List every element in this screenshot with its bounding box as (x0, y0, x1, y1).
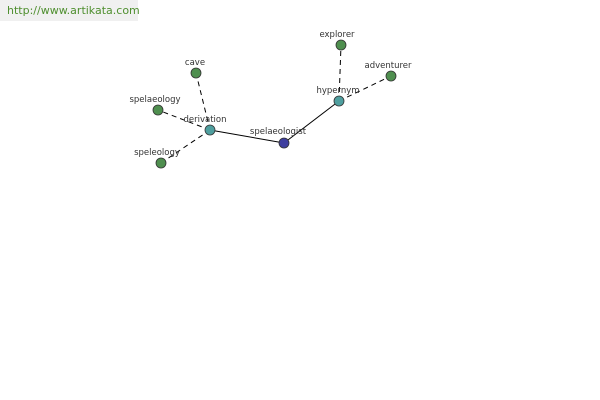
edge-hypernym-explorer (338, 44, 342, 102)
node-label-explorer[interactable]: explorer (319, 30, 355, 40)
node-marker-derivation[interactable] (204, 124, 216, 136)
node-center[interactable]: spelaeologist (250, 127, 307, 149)
node-marker-adventurer[interactable] (385, 70, 397, 82)
node-derivation[interactable]: derivation (183, 115, 227, 136)
node-label-adventurer[interactable]: adventurer (364, 61, 412, 71)
node-marker-speleology[interactable] (155, 157, 167, 169)
node-label-center[interactable]: spelaeologist (250, 127, 307, 137)
node-label-cave[interactable]: cave (185, 58, 205, 68)
node-marker-cave[interactable] (190, 67, 202, 79)
graph-nodes: spelaeologist derivation hypernym cave spela… (129, 30, 412, 169)
node-marker-explorer[interactable] (335, 39, 347, 51)
edge-derivation-spelaeology (157, 109, 211, 131)
edge-derivation-speleology (160, 129, 211, 164)
edge-hypernym-adventurer (338, 75, 392, 102)
edge-center-derivation (209, 129, 285, 144)
edge-derivation-cave (195, 72, 211, 131)
edge-center-hypernym (283, 100, 340, 144)
node-label-speleology[interactable]: speleology (134, 148, 180, 158)
node-adventurer[interactable]: adventurer (364, 61, 412, 82)
node-marker-spelaeology[interactable] (152, 104, 164, 116)
node-spelaeology[interactable]: spelaeology (129, 95, 181, 116)
node-label-spelaeology[interactable]: spelaeology (129, 95, 180, 105)
node-cave[interactable]: cave (185, 58, 205, 79)
node-label-derivation[interactable]: derivation (183, 115, 226, 125)
node-speleology[interactable]: speleology (134, 148, 180, 169)
node-hypernym[interactable]: hypernym (316, 86, 360, 107)
node-marker-hypernym[interactable] (333, 95, 345, 107)
node-label-hypernym[interactable]: hypernym (316, 86, 359, 96)
site-watermark[interactable]: http://www.artikata.com (0, 0, 140, 21)
graph-edges (157, 44, 392, 164)
node-explorer[interactable]: explorer (319, 30, 355, 51)
node-marker-center[interactable] (278, 137, 290, 149)
